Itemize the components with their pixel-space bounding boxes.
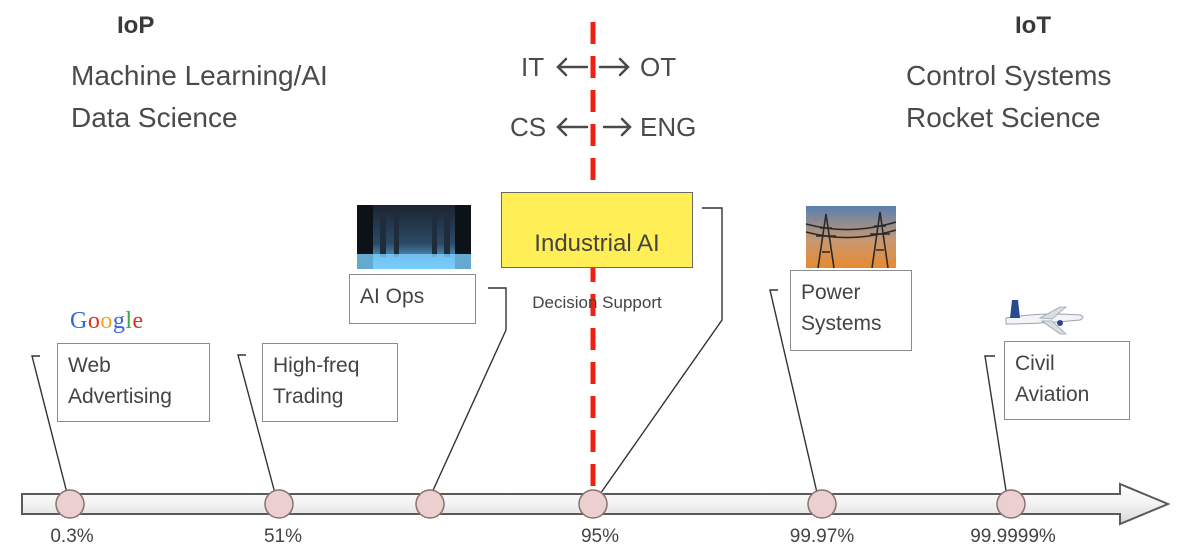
leader-web (31, 355, 69, 498)
web-advertising-box: Web Advertising (57, 343, 210, 422)
iop-line-ml: Machine Learning/AI (71, 60, 328, 91)
power-lines-image (805, 206, 897, 269)
ot-label: OT (640, 52, 677, 82)
power-systems-box: Power Systems (790, 270, 912, 351)
industrial-ai-title: Industrial AI (534, 230, 660, 257)
iop-heading: IoP (117, 12, 155, 39)
high-freq-trading-box: High-freq Trading (262, 343, 398, 422)
marker-web (55, 489, 85, 519)
it-label: IT (521, 52, 545, 82)
iop-line-ds: Data Science (71, 102, 238, 133)
tick-label-0-3: 0.3% (50, 526, 94, 547)
axis-markers (55, 489, 1026, 519)
marker-aiops (415, 489, 445, 519)
iot-line-rocket: Rocket Science (906, 102, 1101, 133)
leader-power (769, 289, 819, 498)
leader-hft (237, 354, 277, 498)
industrial-ai-subtitle: Decision Support (532, 293, 662, 312)
tick-label-95: 95% (580, 526, 620, 547)
iot-heading: IoT (1015, 12, 1051, 39)
tick-label-99-9999: 99.9999% (970, 526, 1056, 547)
tick-label-99-97: 99.97% (789, 526, 855, 547)
ai-ops-box: AI Ops (349, 274, 476, 324)
marker-hft (264, 489, 294, 519)
airplane-image (1005, 300, 1084, 335)
industrial-ai-box: Industrial AI Decision Support (501, 192, 693, 312)
marker-power (807, 489, 837, 519)
iot-line-control: Control Systems (906, 60, 1112, 91)
server-room-image (357, 205, 471, 269)
google-logo: Google (70, 308, 144, 334)
marker-industrial (578, 489, 608, 519)
tick-label-51: 51% (263, 526, 303, 547)
leader-aiops (429, 287, 507, 498)
leader-lines (31, 207, 1008, 498)
leader-industrial (597, 207, 723, 498)
cs-label: CS (510, 112, 547, 142)
marker-aviation (996, 489, 1026, 519)
civil-aviation-box: Civil Aviation (1004, 341, 1130, 420)
eng-label: ENG (640, 112, 697, 142)
leader-aviation (984, 355, 1008, 498)
it-ot-arrows-icon (556, 57, 632, 137)
